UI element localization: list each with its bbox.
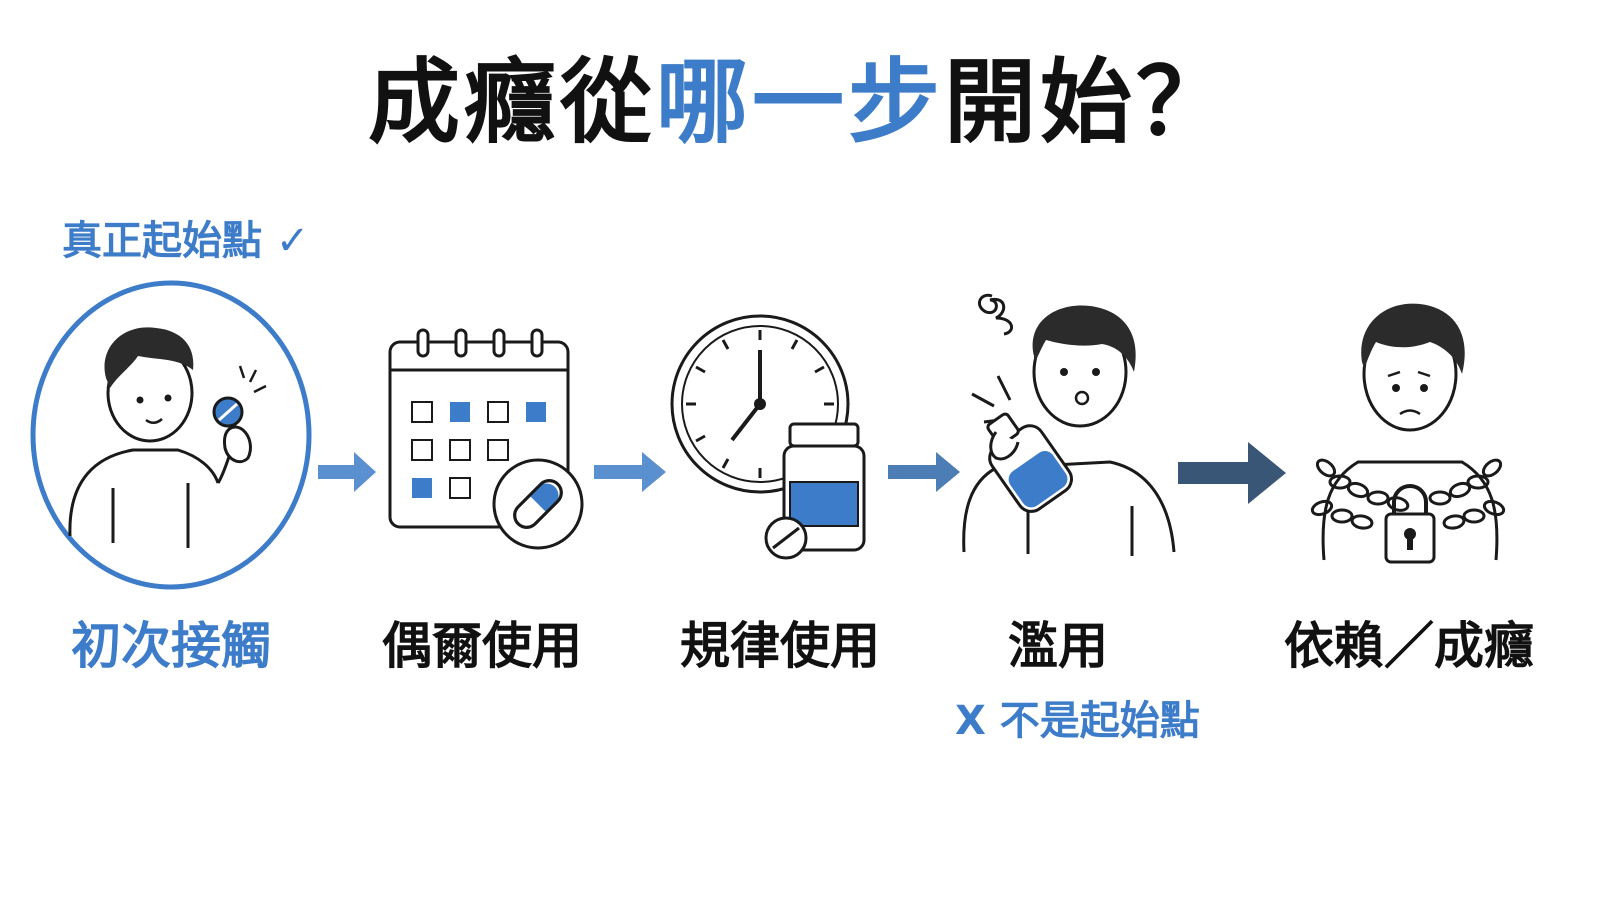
step-first-contact — [28, 278, 314, 592]
arrow-right-icon — [888, 452, 960, 492]
step-label-occasional-use: 偶爾使用 — [382, 617, 582, 675]
calendar-pill-icon — [388, 328, 584, 550]
step-abuse — [960, 282, 1182, 568]
page-title: 成癮從哪一步開始？ — [0, 52, 1600, 153]
step-label-first-contact: 初次接觸 — [71, 617, 271, 675]
not-start-label: X 不是起始點 — [955, 698, 1200, 744]
person-drinking-icon — [962, 293, 1176, 556]
person-holding-pill-icon — [30, 280, 312, 590]
step-dependence — [1306, 290, 1512, 580]
title-highlight: 哪一步 — [655, 49, 944, 156]
step-occasional-use — [386, 322, 586, 552]
step-label-regular-use: 規律使用 — [680, 617, 880, 675]
title-part1: 成癮從 — [367, 49, 656, 156]
clock-pill-bottle-icon — [670, 314, 866, 560]
arrow-right-icon — [318, 452, 376, 492]
step-label-dependence: 依賴／成癮 — [1284, 617, 1534, 675]
step-regular-use — [668, 306, 878, 566]
arrow-right-icon — [1178, 442, 1286, 504]
true-start-label: 真正起始點 ✓ — [62, 218, 310, 264]
person-chained-icon — [1310, 303, 1506, 564]
step-label-abuse: 濫用 — [1008, 617, 1108, 675]
title-part2: 開始？ — [944, 49, 1233, 156]
arrow-right-icon — [594, 452, 666, 492]
